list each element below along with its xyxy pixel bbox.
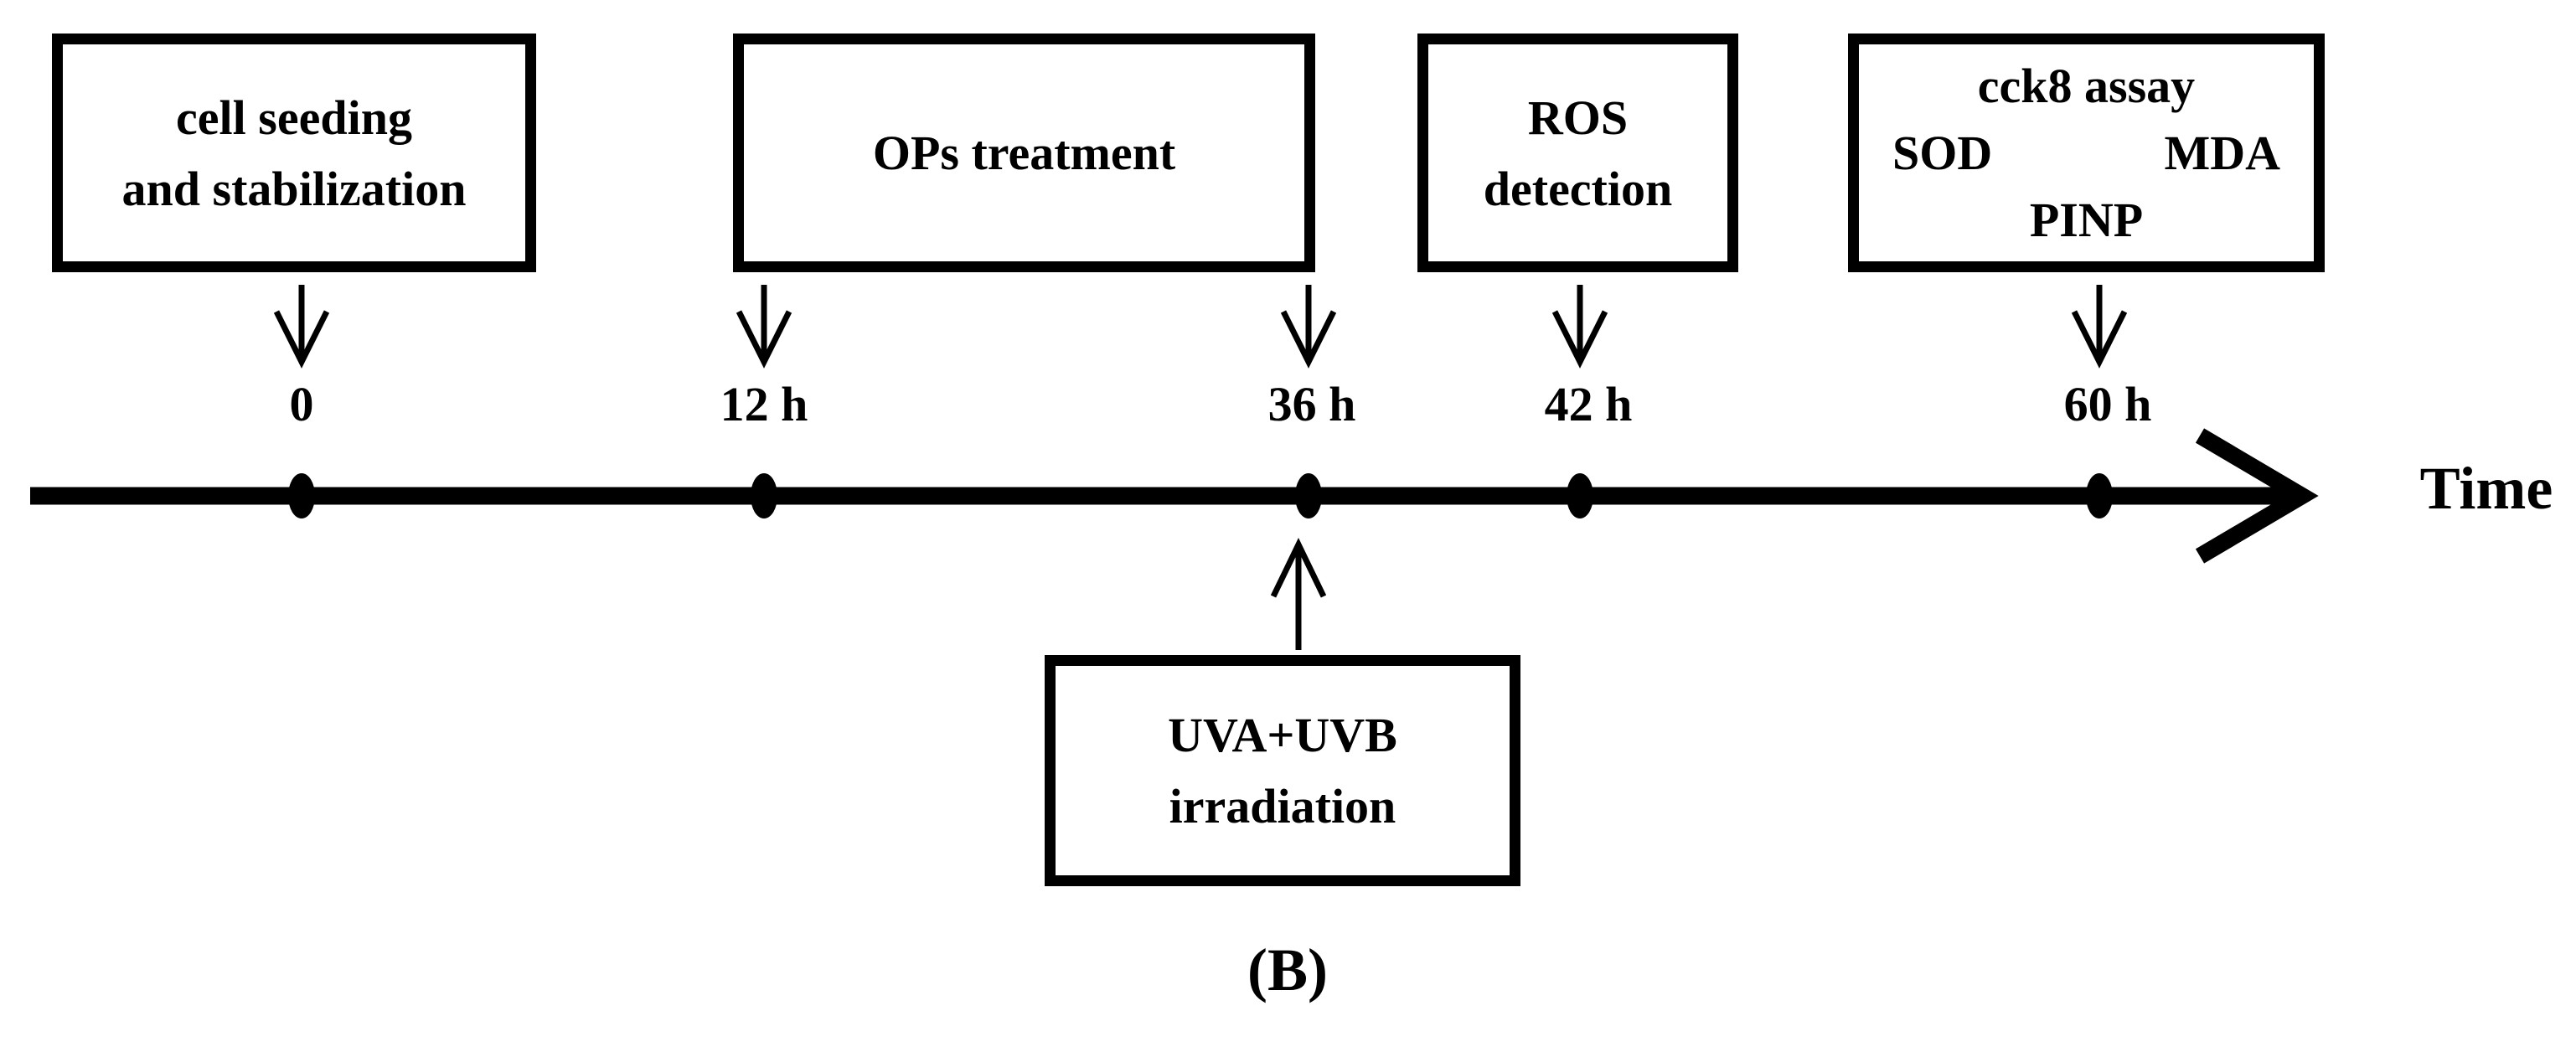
- box-text: irradiation: [1169, 779, 1396, 833]
- timepoint-label-42h: 42 h: [1544, 377, 1633, 431]
- box-text: and stabilization: [121, 161, 467, 216]
- down-arrow-icon: [1280, 285, 1337, 369]
- box-text: cck8 assay: [1977, 58, 2196, 113]
- down-arrow-icon: [273, 285, 330, 369]
- timeline-dot: [751, 473, 777, 518]
- figure-caption: (B): [1247, 936, 1328, 1003]
- box-text: OPs treatment: [872, 126, 1176, 180]
- timeline-dot: [2086, 473, 2113, 518]
- timepoint-label-12h: 12 h: [720, 377, 808, 431]
- timepoint-label-36h: 36 h: [1267, 377, 1356, 431]
- axis-label-time: Time: [2419, 455, 2553, 522]
- timeline-dot: [288, 473, 315, 518]
- box-ops-treatment: OPs treatment: [733, 34, 1315, 272]
- box-text: UVA+UVB: [1168, 708, 1397, 762]
- timeline-dot: [1295, 473, 1322, 518]
- timepoint-label-60h: 60 h: [2063, 377, 2152, 431]
- timeline-dot: [1567, 473, 1593, 518]
- timeline-arrowhead-icon: [2195, 428, 2319, 564]
- box-cell-seeding: cell seeding and stabilization: [52, 34, 536, 272]
- box-uv-irradiation: UVA+UVB irradiation: [1045, 655, 1520, 886]
- box-text: detection: [1483, 161, 1673, 216]
- assay-row: SOD MDA: [1892, 120, 2280, 187]
- box-text: SOD: [1892, 125, 1993, 180]
- box-text: cell seeding: [176, 90, 412, 145]
- box-ros-detection: ROS detection: [1417, 34, 1738, 272]
- box-text: MDA: [2164, 125, 2280, 180]
- timepoint-label-0: 0: [289, 377, 314, 431]
- box-assays: cck8 assay SOD MDA PINP: [1848, 34, 2325, 272]
- down-arrow-icon: [1551, 285, 1608, 369]
- box-text: PINP: [2029, 192, 2144, 247]
- up-arrow-icon: [1270, 537, 1327, 650]
- down-arrow-icon: [736, 285, 792, 369]
- box-text: ROS: [1527, 90, 1629, 145]
- down-arrow-icon: [2071, 285, 2128, 369]
